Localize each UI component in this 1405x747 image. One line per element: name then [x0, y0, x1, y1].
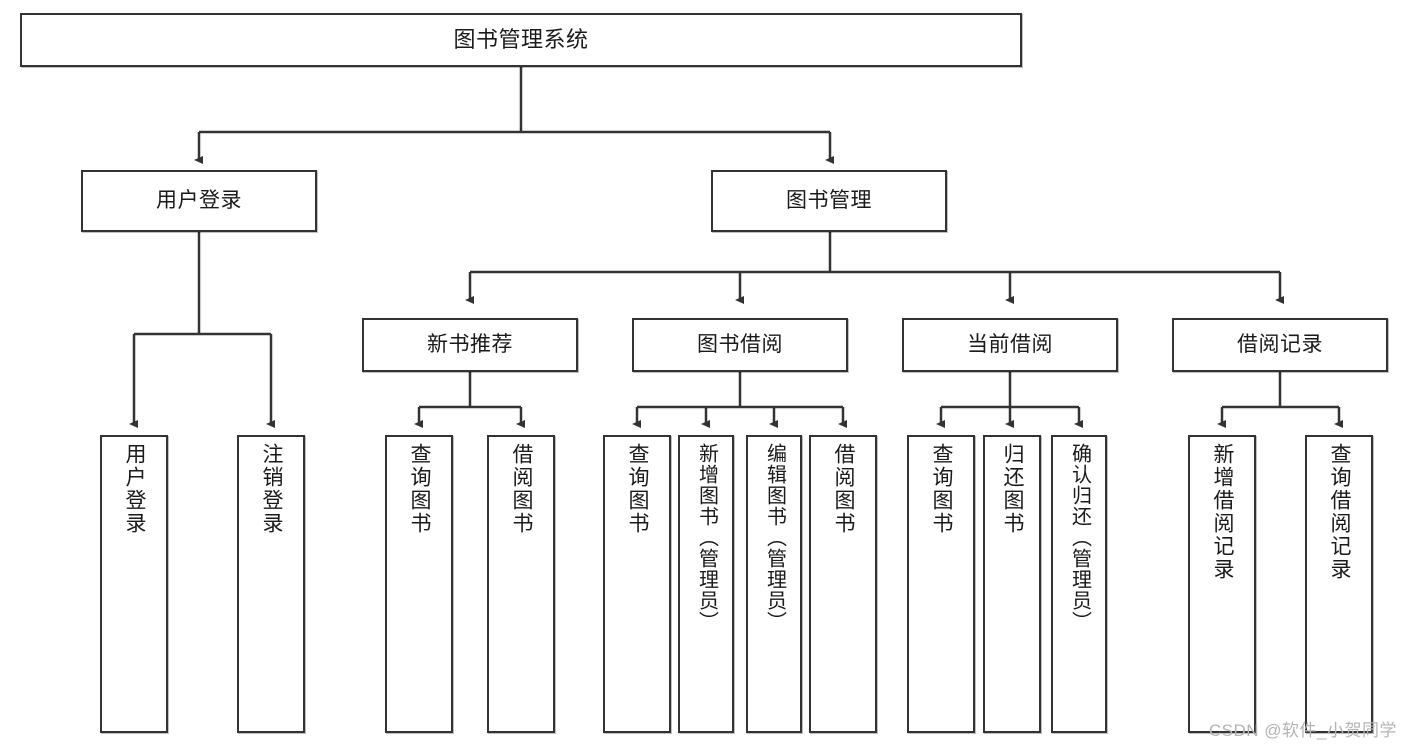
node-label: 用户登录: [156, 188, 242, 212]
node-label: 新增借阅记录: [1211, 443, 1235, 581]
node-label: 新书推荐: [427, 332, 513, 356]
leaf-new-book-borrow[interactable]: 借阅图书: [487, 435, 555, 733]
leaf-book-borrow-add[interactable]: 新增图书（管理员）: [678, 435, 734, 733]
node-label: 新增图书（管理员）: [695, 443, 718, 632]
node-label: 图书管理系统: [453, 27, 589, 53]
node-label: 查询图书: [626, 443, 650, 535]
watermark: CSDN @软件_小贺同学: [1208, 721, 1397, 740]
leaf-user-login-login[interactable]: 用户登录: [100, 435, 168, 733]
node-label: 图书管理: [786, 188, 872, 212]
leaf-book-borrow-edit[interactable]: 编辑图书（管理员）: [746, 435, 802, 733]
node-borrow-record[interactable]: 借阅记录: [1172, 318, 1388, 372]
node-label: 注销登录: [260, 443, 284, 535]
leaf-current-borrow-confirm[interactable]: 确认归还（管理员）: [1051, 435, 1107, 733]
leaf-user-login-logout[interactable]: 注销登录: [237, 435, 305, 733]
leaf-book-borrow-borrow[interactable]: 借阅图书: [809, 435, 877, 733]
node-label: 编辑图书（管理员）: [763, 443, 786, 632]
node-user-login[interactable]: 用户登录: [81, 170, 317, 232]
leaf-borrow-record-query[interactable]: 查询借阅记录: [1305, 435, 1373, 733]
node-label: 借阅记录: [1237, 332, 1323, 356]
node-label: 查询图书: [408, 443, 432, 535]
node-current-borrow[interactable]: 当前借阅: [902, 318, 1118, 372]
node-label: 查询图书: [930, 443, 954, 535]
node-book-management[interactable]: 图书管理: [711, 170, 947, 232]
node-label: 借阅图书: [510, 443, 534, 535]
leaf-book-borrow-query[interactable]: 查询图书: [603, 435, 671, 733]
leaf-new-book-query[interactable]: 查询图书: [385, 435, 453, 733]
node-label: 查询借阅记录: [1328, 443, 1352, 581]
node-new-book-recommend[interactable]: 新书推荐: [362, 318, 578, 372]
node-label: 借阅图书: [832, 443, 856, 535]
node-label: 用户登录: [123, 443, 147, 535]
leaf-current-borrow-return[interactable]: 归还图书: [983, 435, 1041, 733]
node-book-borrow[interactable]: 图书借阅: [632, 318, 848, 372]
node-label: 归还图书: [1001, 443, 1025, 535]
node-label: 确认归还（管理员）: [1068, 443, 1091, 632]
node-label: 当前借阅: [967, 332, 1053, 356]
node-root-system[interactable]: 图书管理系统: [20, 13, 1022, 67]
leaf-borrow-record-add[interactable]: 新增借阅记录: [1188, 435, 1256, 733]
node-label: 图书借阅: [697, 332, 783, 356]
leaf-current-borrow-query[interactable]: 查询图书: [907, 435, 975, 733]
